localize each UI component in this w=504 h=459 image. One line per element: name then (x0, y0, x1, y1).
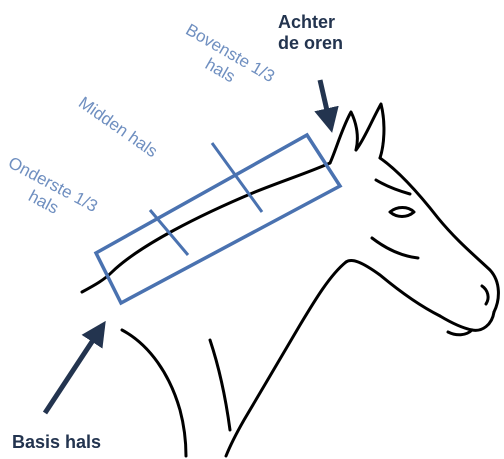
horse-muzzle (440, 312, 494, 330)
horse-ear-left (330, 112, 357, 163)
label-achter-line2: de oren (278, 33, 343, 54)
horse-brow (376, 180, 410, 194)
neck-crest-line (82, 163, 330, 292)
label-basis-line1: Basis hals (12, 432, 101, 453)
horse-ear-right (356, 104, 384, 158)
neck-divider-upper (212, 143, 262, 212)
shoulder-line (210, 340, 230, 430)
horse-jaw (346, 261, 440, 316)
arrow-icon (320, 80, 331, 128)
horse-nostril (482, 286, 488, 304)
horse-cheek (372, 238, 418, 258)
horse-eye (390, 208, 414, 217)
neck-divider-lower (150, 210, 188, 255)
arrow-icon (45, 325, 103, 413)
neck-region-box (96, 135, 340, 303)
horse-mouth (448, 330, 472, 335)
chest-line (122, 330, 186, 456)
label-achter-line1: Achter (278, 12, 343, 33)
label-basis-hals: Basis hals (12, 432, 101, 453)
neck-underside-line (226, 262, 346, 456)
label-achter-de-oren: Achter de oren (278, 12, 343, 53)
